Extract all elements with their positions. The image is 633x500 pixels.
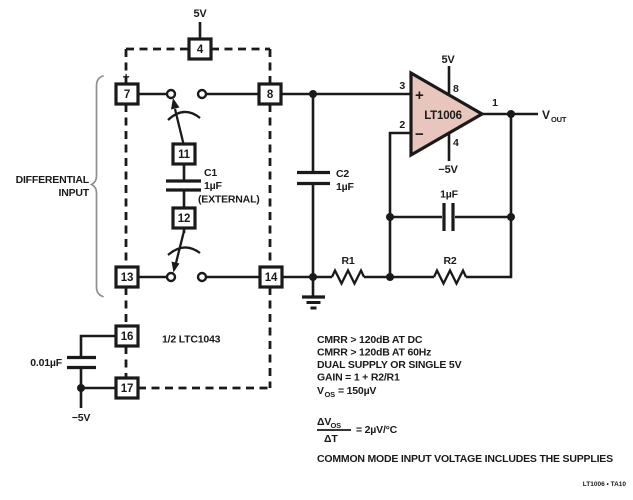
note-gain: GAIN = 1 + R2/R1 xyxy=(317,372,400,384)
drift-numerator-subscript: OS xyxy=(331,421,342,430)
switch-top-arrow-icon xyxy=(171,98,180,110)
c2-name-label: C2 xyxy=(336,168,349,180)
pin-box-11: 11 xyxy=(171,142,197,166)
vout-label: V xyxy=(542,108,550,122)
switch-top xyxy=(165,88,208,147)
switch-bottom xyxy=(165,230,208,283)
bypass-cap-value-label: 0.01µF xyxy=(30,357,62,369)
pin-number: 8 xyxy=(267,89,274,101)
pin-number: 16 xyxy=(121,331,133,343)
opamp-minus-sign: − xyxy=(415,126,424,143)
differential-input-label-line2: INPUT xyxy=(58,187,89,199)
note-cmrr-60hz: CMRR > 120dB AT 60Hz xyxy=(317,347,431,359)
pin-number: 13 xyxy=(121,272,133,284)
note-cmrr-dc: CMRR > 120dB AT DC xyxy=(317,334,423,346)
pin-box-17: 17 xyxy=(114,376,140,400)
ltc1043-package-outline xyxy=(124,47,272,390)
pin-box-4: 4 xyxy=(187,37,213,61)
ground-symbol xyxy=(302,295,325,310)
pin-box-8: 8 xyxy=(257,82,283,106)
junction-dots xyxy=(77,90,515,392)
resistor-r1 xyxy=(330,267,366,287)
pin-number: 11 xyxy=(178,149,191,161)
labels: 5V + DIFFERENTIAL INPUT C1 1µF (EXTERNAL… xyxy=(16,8,567,424)
capacitor-c2 xyxy=(297,170,330,186)
switch-bottom-arrow-icon xyxy=(171,261,180,273)
opamp-lt1006: + − LT1006 xyxy=(409,70,486,158)
drift-denominator: ΔT xyxy=(324,433,338,445)
pin-box-14: 14 xyxy=(258,265,284,289)
differential-input-label-line1: DIFFERENTIAL xyxy=(16,174,90,186)
pin-box-13: 13 xyxy=(114,265,140,289)
note-vos-subscript: OS xyxy=(325,390,336,399)
c2-value-label: 1µF xyxy=(336,181,354,193)
opamp-plus-sign: + xyxy=(415,87,424,104)
drift-value: = 2µV/°C xyxy=(356,424,398,436)
opamp-part-label: LT1006 xyxy=(424,110,462,122)
note-vos-value: = 150µV xyxy=(338,385,376,397)
pin-box-7: 7 xyxy=(114,82,140,106)
ltc1043-name-label: 1/2 LTC1043 xyxy=(162,334,221,346)
pin-number: 17 xyxy=(121,383,133,395)
pin-number: 4 xyxy=(197,44,204,56)
differential-input-brace xyxy=(89,75,104,298)
c1-note-label: (EXTERNAL) xyxy=(198,194,260,206)
pin-box-16: 16 xyxy=(114,324,140,348)
note-vos-symbol: V xyxy=(317,385,324,397)
pin1-label: 1 xyxy=(492,97,498,109)
capacitor-bypass xyxy=(67,355,96,370)
pin-number: 7 xyxy=(124,89,130,101)
vout-label-subscript: OUT xyxy=(551,115,567,124)
feedback-cap-value-label: 1µF xyxy=(440,189,458,201)
drift-numerator: ΔV xyxy=(317,416,331,428)
r1-label: R1 xyxy=(341,255,354,267)
capacitor-c1 xyxy=(166,179,201,192)
supply-top-label: 5V xyxy=(193,8,207,20)
opamp-supply-pos-label: 5V xyxy=(441,54,455,66)
opamp-supply-neg-label: −5V xyxy=(438,164,458,176)
pin8-label: 8 xyxy=(453,83,459,95)
wires xyxy=(79,22,538,408)
pin-number: 14 xyxy=(265,272,278,284)
pin-number: 12 xyxy=(178,213,190,225)
pin2-label: 2 xyxy=(399,119,405,131)
plus-input-sign: + xyxy=(123,70,130,84)
opamp-triangle xyxy=(409,70,486,158)
note-supply: DUAL SUPPLY OR SINGLE 5V xyxy=(317,359,462,371)
supply-neg-left-label: −5V xyxy=(72,412,91,424)
c1-name-label: C1 xyxy=(204,167,217,179)
r2-label: R2 xyxy=(443,255,456,267)
notes-block: CMRR > 120dB AT DC CMRR > 120dB AT 60Hz … xyxy=(317,334,613,465)
capacitor-feedback xyxy=(442,203,455,231)
pin3-label: 3 xyxy=(399,80,405,92)
opamp-pin-labels: 3 2 8 4 1 5V −5V xyxy=(399,54,498,176)
resistor-r2 xyxy=(432,267,468,287)
note-common-mode: COMMON MODE INPUT VOLTAGE INCLUDES THE S… xyxy=(317,453,613,465)
c1-value-label: 1µF xyxy=(204,180,222,192)
pin-box-12: 12 xyxy=(171,206,197,230)
pin4-label: 4 xyxy=(453,137,459,149)
figure-footer-code: LT1006 • TA10 xyxy=(583,481,627,488)
